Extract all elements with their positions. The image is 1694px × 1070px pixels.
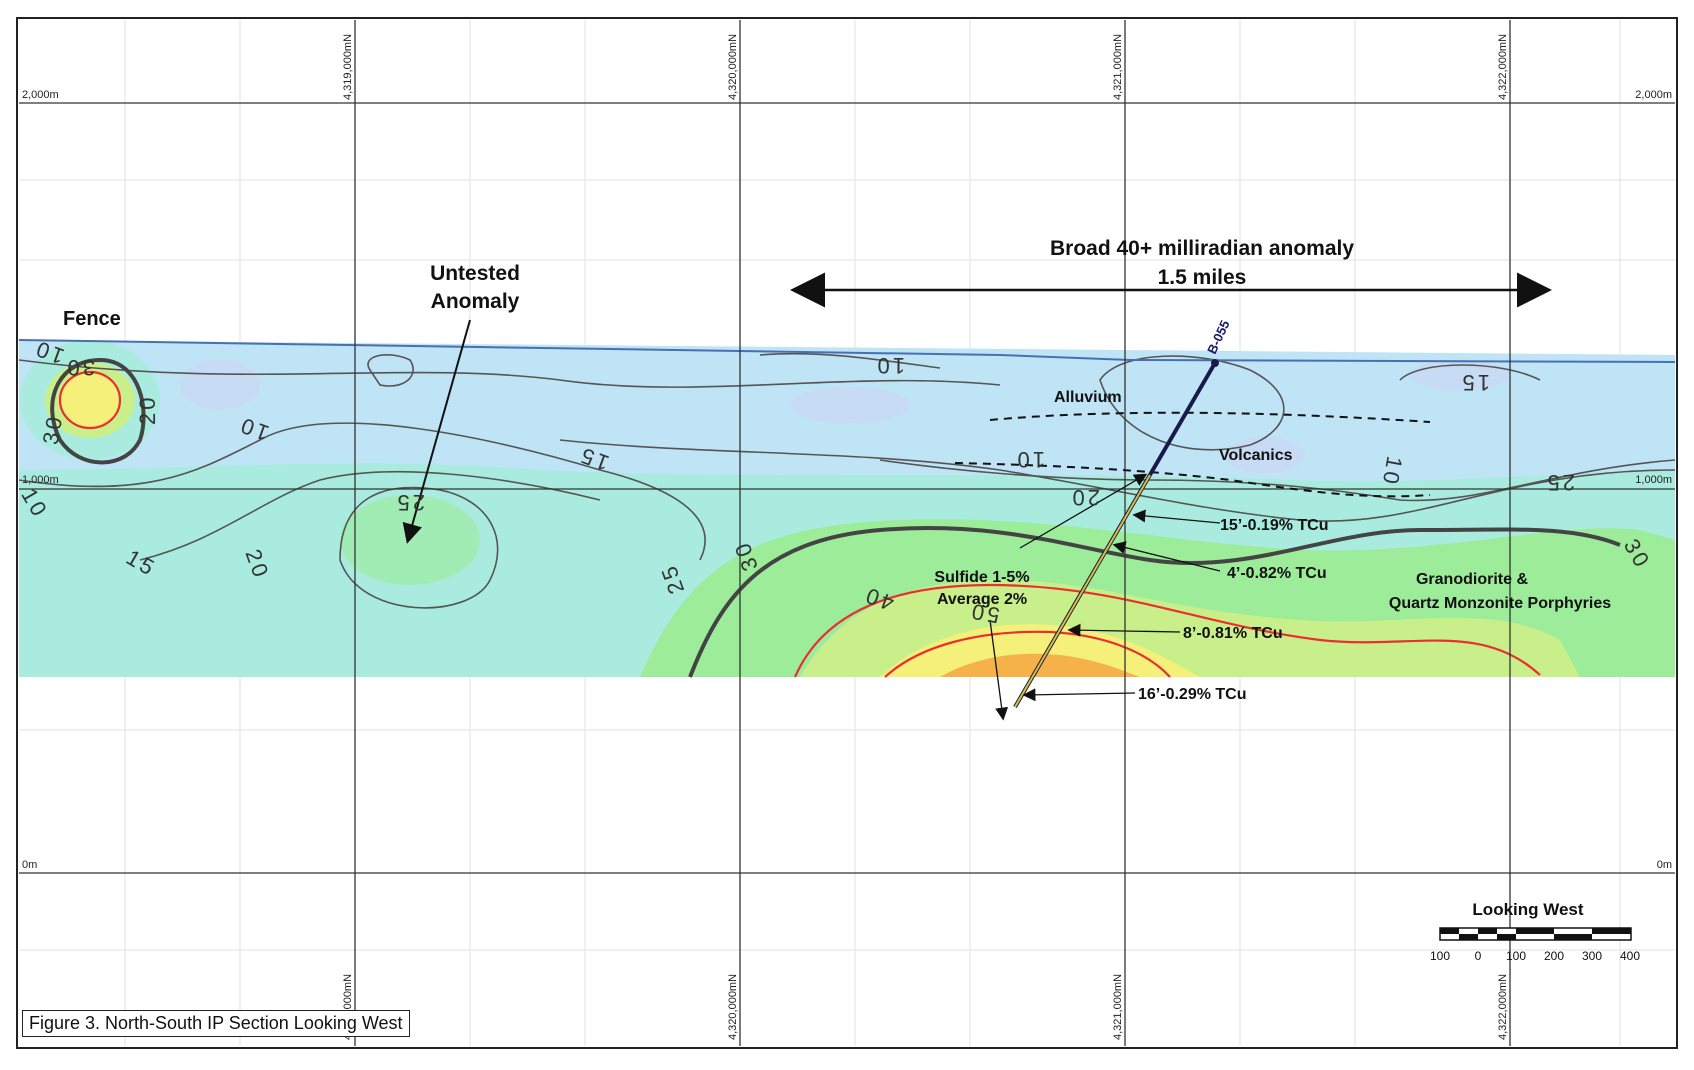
contour-label: 10 <box>1377 454 1407 488</box>
contour-label: 30 <box>38 412 68 446</box>
scale-tick: 400 <box>1620 949 1640 963</box>
northing-top-1: 4,319,000mN <box>342 34 354 100</box>
scale-tick: 0 <box>1475 949 1482 963</box>
ip-color-fill <box>19 340 1675 677</box>
contour-label: 25 <box>1545 470 1575 495</box>
figure-caption: Figure 3. North-South IP Section Looking… <box>22 1010 410 1037</box>
drillhole-collar <box>1211 359 1219 367</box>
northing-top-3: 4,321,000mN <box>1112 34 1124 100</box>
sulfide-label-2: Average 2% <box>937 591 1027 608</box>
sulfide-arrow-down <box>989 619 1009 721</box>
intercept-arrow-3 <box>1067 623 1181 637</box>
northing-top-2: 4,320,000mN <box>727 34 739 100</box>
intercept-label-2: 4’-0.82% TCu <box>1227 565 1327 582</box>
alluvium-label: Alluvium <box>1054 389 1122 406</box>
intercept-label-1: 15’-0.19% TCu <box>1220 517 1328 534</box>
northing-bottom-2: 4,320,000mN <box>727 974 739 1040</box>
contour-label: 15 <box>1460 370 1490 395</box>
northing-top-4: 4,322,000mN <box>1497 34 1509 100</box>
elev-mid-right: 1,000m <box>1635 474 1672 486</box>
northing-bottom-4: 4,322,000mN <box>1497 974 1509 1040</box>
elev-mid-left: 1,000m <box>22 474 59 486</box>
scale-bar: Looking West 100 0 100 200 300 400 <box>1430 900 1640 963</box>
intercept-label-3: 8’-0.81% TCu <box>1183 625 1283 642</box>
untested-arrow <box>402 319 471 544</box>
contour-label: 10 <box>875 353 905 378</box>
scale-tick: 100 <box>1506 949 1526 963</box>
intercept-label-4: 16’-0.29% TCu <box>1138 686 1246 703</box>
elev-top-left: 2,000m <box>22 89 59 101</box>
elev-bottom-left: 0m <box>22 859 37 871</box>
contour-label: 20 <box>135 395 160 425</box>
elev-top-right: 2,000m <box>1635 89 1672 101</box>
broad-label-1: Broad 40+ milliradian anomaly <box>1050 237 1354 260</box>
untested-label-1: Untested <box>430 262 520 285</box>
contour-label: 25 <box>395 490 425 515</box>
broad-label-2: 1.5 miles <box>1158 266 1247 289</box>
contour-label: 10 <box>1015 447 1045 472</box>
fence-label: Fence <box>63 308 121 330</box>
geology-contacts <box>954 411 1431 498</box>
contour-label: 30 <box>65 355 95 380</box>
red-contours <box>58 370 1541 678</box>
contour-30-thick <box>688 526 1621 678</box>
untested-label-2: Anomaly <box>431 290 520 313</box>
sulfide-label-1: Sulfide 1-5% <box>934 569 1029 586</box>
scale-tick: 300 <box>1582 949 1602 963</box>
scale-bar-title: Looking West <box>1472 900 1583 919</box>
contour-fence-thick <box>50 357 146 465</box>
intercept-arrow-1 <box>1132 509 1221 524</box>
contour-lines <box>18 352 1676 609</box>
drillhole-core <box>1014 474 1151 708</box>
northing-bottom-3: 4,321,000mN <box>1112 974 1124 1040</box>
granodiorite-label-2: Quartz Monzonite Porphyries <box>1389 595 1611 612</box>
intercept-arrow-4 <box>1022 688 1136 702</box>
topography-line <box>18 339 1676 363</box>
scale-tick: 200 <box>1544 949 1564 963</box>
contour-label: 20 <box>1070 485 1100 510</box>
volcanics-label: Volcanics <box>1219 447 1293 464</box>
sulfide-arrow-up <box>1019 473 1148 549</box>
granodiorite-label-1: Granodiorite & <box>1416 571 1528 588</box>
elev-bottom-right: 0m <box>1657 859 1672 871</box>
scale-tick: 100 <box>1430 949 1450 963</box>
major-grid <box>19 20 1675 1046</box>
intercept-arrow-2 <box>1112 541 1221 572</box>
contour-label: 50 <box>967 598 1001 628</box>
